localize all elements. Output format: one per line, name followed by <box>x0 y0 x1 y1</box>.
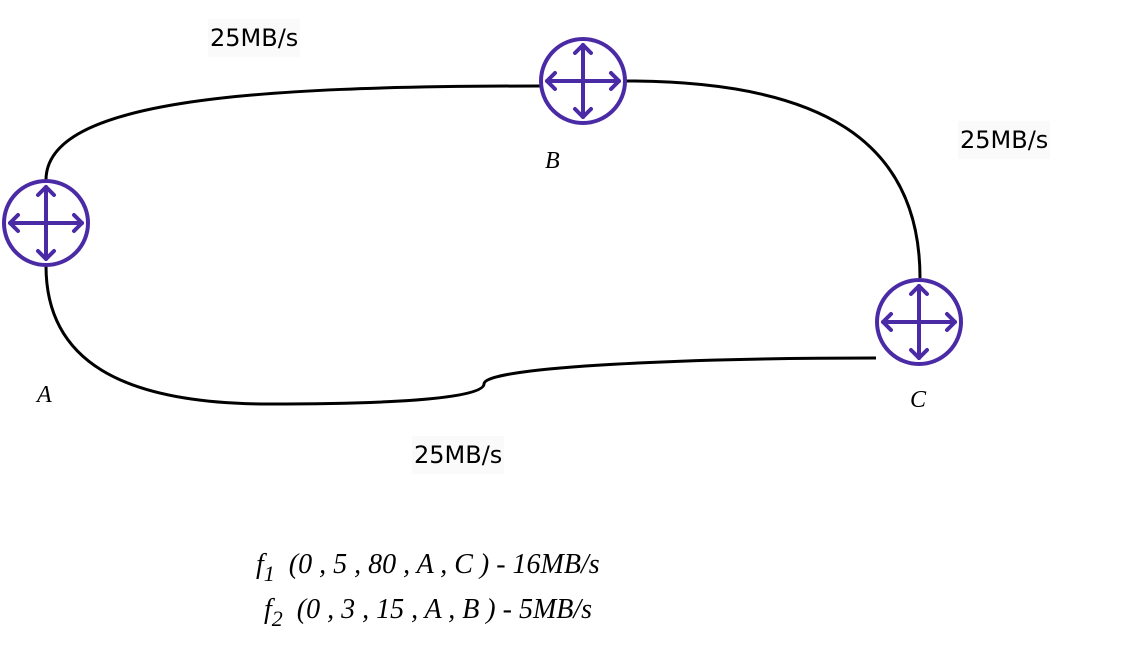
flow-f1-symbol: f <box>256 549 264 580</box>
node-a-label: A <box>37 382 52 408</box>
flow-f1-index: 1 <box>263 561 275 586</box>
link-a-b-label: 25MB/s <box>208 19 301 57</box>
node-b-label: B <box>545 148 560 174</box>
router-icon <box>875 278 963 366</box>
flow-f1-text: (0 , 5 , 80 , A , C ) - 16MB/s <box>288 549 600 580</box>
flow-f2: f2 (0 , 3 , 15 , A , B ) - 5MB/s <box>264 594 592 632</box>
link-b-c-label: 25MB/s <box>958 121 1051 159</box>
flow-f2-text: (0 , 3 , 15 , A , B ) - 5MB/s <box>296 594 593 625</box>
router-icon <box>539 37 627 125</box>
router-icon <box>2 179 90 267</box>
link-a-c-label: 25MB/s <box>412 436 505 474</box>
link-a-b <box>44 84 541 181</box>
link-a-c <box>44 265 877 406</box>
flow-f1: f1 (0 , 5 , 80 , A , C ) - 16MB/s <box>256 549 600 587</box>
link-b-c <box>625 79 922 279</box>
flow-f2-symbol: f <box>264 594 272 625</box>
node-c-label: C <box>910 387 927 413</box>
flow-f2-index: 2 <box>271 606 283 631</box>
